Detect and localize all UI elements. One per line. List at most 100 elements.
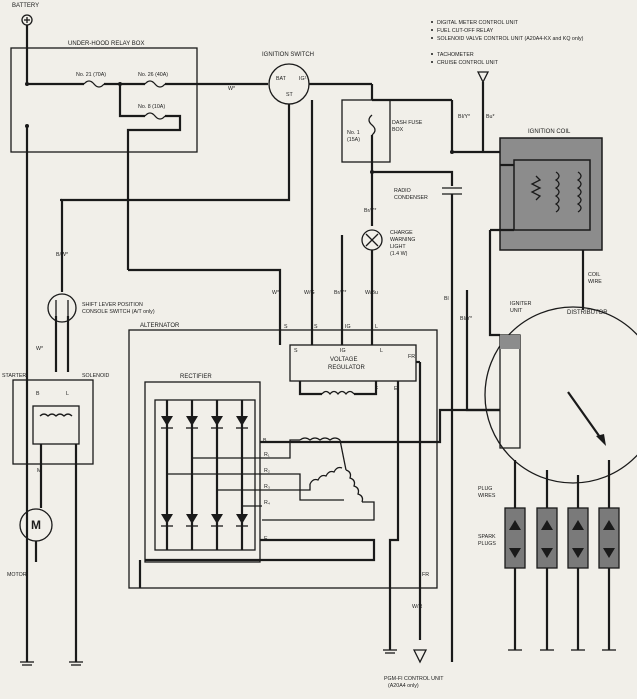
wire-w3-label: W*: [272, 290, 279, 296]
voltage-regulator-box: [289, 344, 417, 382]
wire-bly2-label: BI/Y*: [460, 316, 472, 322]
wire-bl-label: Bl: [444, 296, 449, 302]
rectifier-diodes-lower: [161, 514, 248, 527]
primary-winding-symbol: [554, 171, 560, 213]
solenoid-label: SOLENOID: [82, 373, 110, 379]
term-fr-label: FR: [408, 354, 415, 360]
vreg-label-1: VOLTAGE: [330, 357, 357, 363]
fuse-21-symbol: [83, 80, 105, 88]
units-arrow: [476, 71, 490, 84]
term-ig-label: IG: [345, 324, 351, 330]
pgm-fi-label-1: PGM-FI CONTROL UNIT: [384, 676, 444, 682]
rectifier-diodes-upper: [161, 416, 248, 429]
ign-st-terminal: ST: [286, 92, 294, 98]
legend-item-5: CRUISE CONTROL UNIT: [437, 60, 499, 66]
relay-box-label: UNDER-HOOD RELAY BOX: [68, 41, 144, 47]
ign-bat-terminal: BAT: [276, 76, 287, 82]
term-rr-label: R₁: [264, 452, 270, 458]
ignition-coil-label: IGNITION COIL: [528, 129, 571, 135]
wire-bry2-label: Br/Y*: [334, 290, 346, 296]
term-wg-label: S: [314, 324, 318, 330]
solenoid-winding-symbol: [39, 413, 73, 417]
igniter-label-1: IGNITER: [510, 301, 532, 307]
term-fr2-label: FR: [422, 572, 429, 578]
plug-wires-label-1: PLUG: [478, 486, 492, 492]
wire-wr-label: W/R: [412, 604, 422, 610]
rectifier-label: RECTIFIER: [180, 374, 212, 380]
radio-condenser-label-1: RADIO: [394, 188, 411, 194]
radio-condenser-label-2: CONDENSER: [394, 195, 428, 201]
fuse-26-label: No. 26 (40A): [138, 72, 168, 78]
motor-m-glyph: M: [31, 518, 41, 532]
term-l2-label: L: [380, 348, 383, 354]
ignition-coil-block: [499, 137, 603, 251]
term-l3-label: L: [66, 391, 69, 397]
dash-fuse-label-2: BOX: [392, 127, 404, 133]
wire-bry-label: Br/Y*: [364, 208, 376, 214]
term-rt-label: R₂: [264, 468, 270, 474]
term-s-label: S: [284, 324, 288, 330]
charge-light-label-1: CHARGE: [390, 230, 413, 236]
legend-item-1: DIGITAL METER CONTROL UNIT: [437, 20, 519, 26]
pgm-fi-arrow: [412, 649, 428, 664]
charge-light-label-4: (1.4 W): [390, 251, 408, 257]
plug-wires-label-2: WIRES: [478, 493, 496, 499]
legend-item-4: TACHOMETER: [437, 52, 474, 58]
shift-lever-switch-symbol: [47, 293, 77, 323]
term-l-label: L: [375, 324, 378, 330]
alternator-label: ALTERNATOR: [140, 323, 180, 329]
coil-resistor-symbol: [530, 175, 542, 201]
dash-no1-label-2: (15A): [347, 137, 360, 143]
rectifier-box: [144, 381, 261, 563]
under-hood-relay-box: [10, 47, 198, 153]
solenoid-box: [32, 405, 80, 445]
ignition-switch-symbol: [268, 63, 310, 105]
wire-w2-label: W*: [36, 346, 43, 352]
ign-ig1-terminal: IG¹: [299, 76, 307, 82]
fuse-21-label: No. 21 (70A): [76, 72, 106, 78]
term-s2-label: S: [294, 348, 298, 354]
spark-plug-grounds: [508, 568, 616, 651]
term-m-label: M: [37, 468, 41, 474]
battery-label: BATTERY: [12, 3, 39, 9]
spark-plugs: [504, 507, 620, 569]
secondary-winding-symbol: [576, 171, 582, 213]
fuse-26-symbol: [144, 80, 166, 88]
term-rs-label: R₃: [264, 484, 270, 490]
ignition-switch-label: IGNITION SWITCH: [262, 52, 314, 58]
wire-bkw-label: B/W*: [56, 252, 68, 258]
wire-bly-label: BI/Y*: [458, 114, 470, 120]
connected-units-list: DIGITAL METER CONTROL UNIT FUEL CUT-OFF …: [431, 20, 584, 66]
fuse-8-symbol: [144, 112, 166, 120]
legend-item-3: SOLENOID VALVE CONTROL UNIT (A20A4-KX an…: [437, 36, 584, 42]
shift-lever-label-1: SHIFT LEVER POSITION: [82, 302, 143, 308]
igniter-label-2: UNIT: [510, 308, 523, 314]
starter-box: [12, 379, 94, 465]
spark-plugs-label-1: SPARK: [478, 534, 496, 540]
charge-light-label-2: WARNING: [390, 237, 415, 243]
field-coil-symbol: [321, 390, 355, 396]
term-rn-label: R₄: [264, 500, 270, 506]
term-b2-label: B: [36, 391, 40, 397]
charge-light-label-3: LIGHT: [390, 244, 406, 250]
wire-bu-label: Bu*: [486, 114, 495, 120]
spark-plugs-label-2: PLUGS: [478, 541, 496, 547]
wire-wbu-label: W/Bu: [365, 290, 378, 296]
term-e-label: E: [394, 386, 398, 392]
wire-w1-label: W*: [228, 86, 235, 92]
dash-no1-label-1: No. 1: [347, 130, 360, 136]
igniter-unit: [499, 334, 521, 449]
coil-wire-label-2: WIRE: [588, 279, 602, 285]
plug-wires: [513, 460, 611, 508]
dash-fuse-1-symbol: [368, 114, 376, 136]
fuse-8-label: No. 8 (10A): [138, 104, 165, 110]
dash-fuse-box: [341, 99, 391, 163]
motor-label: MOTOR: [7, 572, 27, 578]
battery-symbol: [21, 14, 33, 26]
distributor-symbol: [484, 306, 637, 484]
coil-wire-label-1: COIL: [588, 272, 600, 278]
starter-label: STARTER: [2, 373, 26, 379]
stator-windings: [262, 437, 375, 521]
term-ig2-label: IG: [340, 348, 346, 354]
